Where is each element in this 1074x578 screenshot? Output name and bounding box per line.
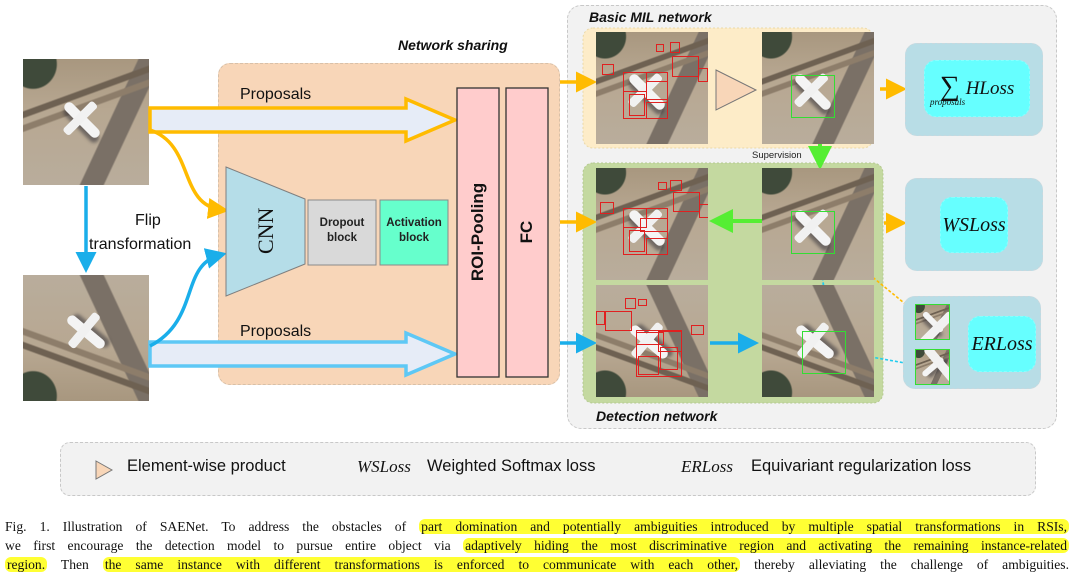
caption-line-2: we first encourage the detection model t… (5, 536, 1070, 555)
mil-image-proposals (596, 32, 708, 144)
fc-label: FC (517, 220, 536, 244)
legend-erloss-desc: Equivariant regularization loss (751, 457, 972, 475)
hloss-label: HLoss (965, 77, 1015, 99)
flip-label: Flip (135, 212, 161, 229)
proposals-label-top: Proposals (240, 86, 312, 103)
input-image-original (23, 59, 149, 185)
wsloss-label: WSLoss (942, 213, 1006, 236)
caption-text: Then (47, 557, 103, 572)
legend-element-wise-text: Element-wise product (127, 457, 286, 475)
roi-pooling-label: ROI-Pooling (468, 182, 487, 282)
erloss-patch-original (915, 304, 950, 340)
caption-highlight: part domination and potentially ambiguit… (419, 519, 1070, 534)
basic-mil-network-label: Basic MIL network (589, 9, 712, 25)
activation-label-line2: block (398, 232, 430, 244)
detection-image-flipped-proposals (596, 285, 708, 397)
cnn-label: CNN (253, 207, 278, 254)
legend-wsloss-symbol: WSLoss (357, 457, 411, 476)
dropout-label: Dropout block (308, 216, 376, 246)
activation-block (379, 199, 449, 266)
proposals-arrow-top (148, 96, 460, 144)
erloss-box: ERLoss (903, 296, 1041, 389)
caption-text: thereby alleviating the challenge of amb… (740, 557, 1069, 572)
legend-wsloss-desc: Weighted Softmax loss (427, 457, 596, 475)
blue-curve-to-cnn (149, 248, 227, 348)
erloss-patch-flipped (915, 349, 950, 385)
proposals-label-bottom: Proposals (240, 323, 312, 340)
erloss-label: ERLoss (971, 332, 1033, 355)
figure-caption: Fig. 1. Illustration of SAENet. To addre… (5, 517, 1070, 574)
transformation-label: transformation (89, 236, 192, 253)
detection-network-label: Detection network (596, 408, 718, 424)
roi-pooling-block (456, 87, 500, 378)
caption-text: we first encourage the detection model t… (5, 538, 464, 553)
orange-curve-to-cnn (149, 128, 229, 219)
fc-block (505, 87, 549, 378)
proposals-arrow-bottom (148, 330, 460, 378)
activation-label-line1: Activation (386, 217, 442, 229)
hloss-sum-symbol: ∑ (939, 70, 960, 102)
legend-erloss-symbol: ERLoss (681, 457, 733, 476)
supervision-label: Supervision (752, 150, 802, 161)
detection-image-proposals (596, 168, 708, 280)
dropout-label-line2: block (326, 232, 358, 244)
caption-highlight: region. (5, 557, 48, 572)
caption-line-3: region. Then the same instance with diff… (5, 555, 1069, 574)
legend-triangle-icon (95, 460, 113, 480)
dropout-block (307, 199, 377, 266)
caption-line-1: Fig. 1. Illustration of SAENet. To addre… (5, 517, 1070, 536)
hloss-subscript: proposals (930, 97, 966, 107)
figure: Network sharing Flip transformation Prop… (0, 0, 1074, 500)
wsloss-box: WSLoss (905, 178, 1043, 271)
mil-image-selected (762, 32, 874, 144)
dropout-label-line1: Dropout (319, 217, 365, 229)
hloss-box: ∑ HLoss proposals (905, 43, 1043, 136)
network-sharing-label: Network sharing (398, 37, 508, 53)
detection-image-flipped-selected (762, 285, 874, 397)
legend: Element-wise product WSLoss Weighted Sof… (60, 442, 1036, 496)
detection-image-selected (762, 168, 874, 280)
cnn-block (225, 166, 306, 297)
caption-highlight: the same instance with different transfo… (102, 557, 741, 572)
activation-label: Activation block (380, 216, 448, 246)
element-wise-product-triangle (715, 69, 758, 111)
caption-text: Fig. 1. Illustration of SAENet. To addre… (5, 519, 420, 534)
caption-highlight: adaptively hiding the most discriminativ… (463, 538, 1070, 553)
